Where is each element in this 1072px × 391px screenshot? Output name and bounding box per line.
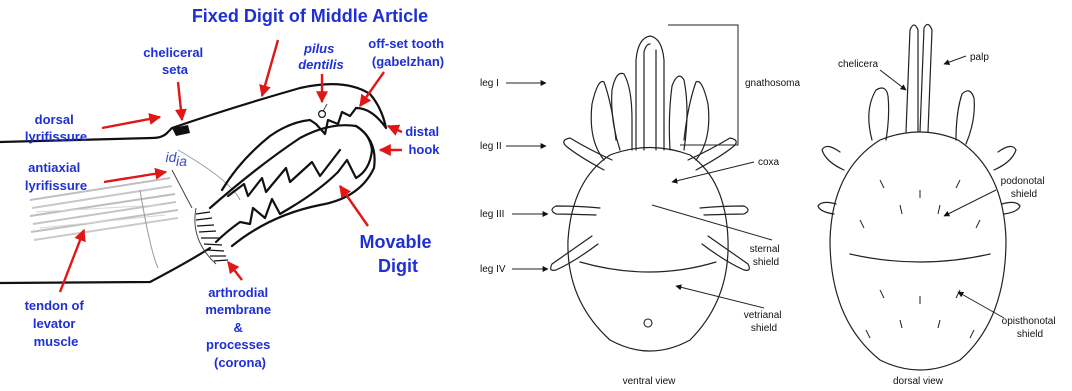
coxa-label: coxa: [758, 157, 780, 168]
cheliceral-seta-arrow: [178, 82, 182, 120]
palp-leader: [944, 56, 966, 64]
pilus-dentilis-socket: [319, 111, 326, 118]
movable-digit-outline: [210, 125, 372, 242]
dorsal-leg-right-2: [1002, 202, 1020, 214]
distal-hook-arrow-1: [388, 126, 402, 132]
dorsal-chelicerae: [906, 24, 932, 132]
gnathosoma-bracket: [668, 25, 738, 145]
dorsal-leg-right: [994, 146, 1016, 170]
ia-abbr: ia: [176, 153, 187, 169]
sternal-shield-leader: [652, 205, 772, 240]
sternal-shield-label: sternal shield: [750, 244, 783, 268]
ventral-chelicera-left: [644, 44, 650, 150]
movable-digit-label: Movable Digit: [359, 232, 436, 276]
leg-label-2: leg II: [480, 141, 502, 152]
offset-tooth-arrow: [360, 72, 384, 106]
fixed-digit-title: Fixed Digit of Middle Article: [192, 6, 428, 26]
distal-hook-label: distal hook: [405, 124, 443, 157]
leg-label-4: leg IV: [480, 264, 506, 275]
arthrodial-label: arthrodial membrane & processes (corona): [205, 285, 274, 370]
ventral-view-caption: ventral view: [623, 376, 677, 387]
dorsal-shield-divider: [850, 254, 990, 262]
fixed-digit-outline: [172, 84, 386, 128]
gnathosoma-label: gnathosoma: [745, 78, 800, 89]
movable-digit-outer: [232, 126, 375, 246]
dorsal-view-drawing: chelicera palp podonotal shield opisthon…: [818, 24, 1058, 387]
fixed-digit-arrow: [262, 40, 278, 96]
antiaxial-lyrifissure-label: antiaxial lyrifissure: [25, 160, 87, 193]
vetrianal-shield-leader: [676, 286, 764, 308]
vetrianal-shield-label: vetrianal shield: [744, 310, 785, 334]
middle-article-lower-outline: [0, 248, 210, 283]
ventral-anal-opening: [644, 319, 652, 327]
chelicera-leader: [880, 70, 906, 90]
ventral-gnathosoma: [636, 36, 664, 150]
dorsal-lyrifissure-label: dorsal lyrifissure: [25, 112, 87, 144]
ventral-leg-2-right: [688, 138, 736, 170]
opisthonotal-shield-label: opisthonotal shield: [1002, 316, 1059, 340]
ventral-palp-left: [612, 73, 632, 150]
pilus-dentilis-label: pilus dentilis: [298, 41, 344, 72]
dorsal-palp-left: [869, 88, 889, 140]
leg-label-3: leg III: [480, 209, 504, 220]
palp-label: palp: [970, 52, 989, 63]
dorsal-lyrifissure-arrow: [102, 117, 160, 128]
ventral-leg-3-left: [552, 206, 600, 215]
tendon-label: tendon of levator muscle: [25, 298, 88, 349]
chelicera-label: chelicera: [838, 59, 878, 70]
cheliceral-seta-label: cheliceral seta: [143, 45, 207, 77]
dorsal-leg-left: [822, 146, 844, 170]
podonotal-shield-label: podonotal shield: [1001, 176, 1048, 200]
podonotal-shield-leader: [944, 190, 996, 216]
ventral-view-drawing: leg I leg II leg III leg IV gnathosoma c…: [480, 25, 800, 387]
ventral-leg-4-right: [702, 236, 749, 270]
chelicera-diagram: Fixed Digit of Middle Article cheliceral…: [0, 6, 448, 370]
ventral-leg-1-right: [684, 81, 709, 160]
dorsal-body: [830, 132, 1006, 370]
internal-line-1: [140, 190, 158, 268]
ventral-body: [568, 148, 728, 352]
movable-digit-inner-teeth: [228, 150, 340, 196]
dorsal-view-caption: dorsal view: [893, 376, 944, 387]
ventral-body-band: [580, 262, 716, 272]
opisthonotal-shield-leader: [958, 292, 1004, 318]
arthrodial-arrow: [228, 262, 242, 280]
leg-label-1: leg I: [480, 78, 499, 89]
offset-tooth-label: off-set tooth (gabelzhan): [368, 36, 447, 69]
ventral-leg-2-left: [564, 138, 612, 170]
dorsal-palp-right: [956, 91, 974, 144]
